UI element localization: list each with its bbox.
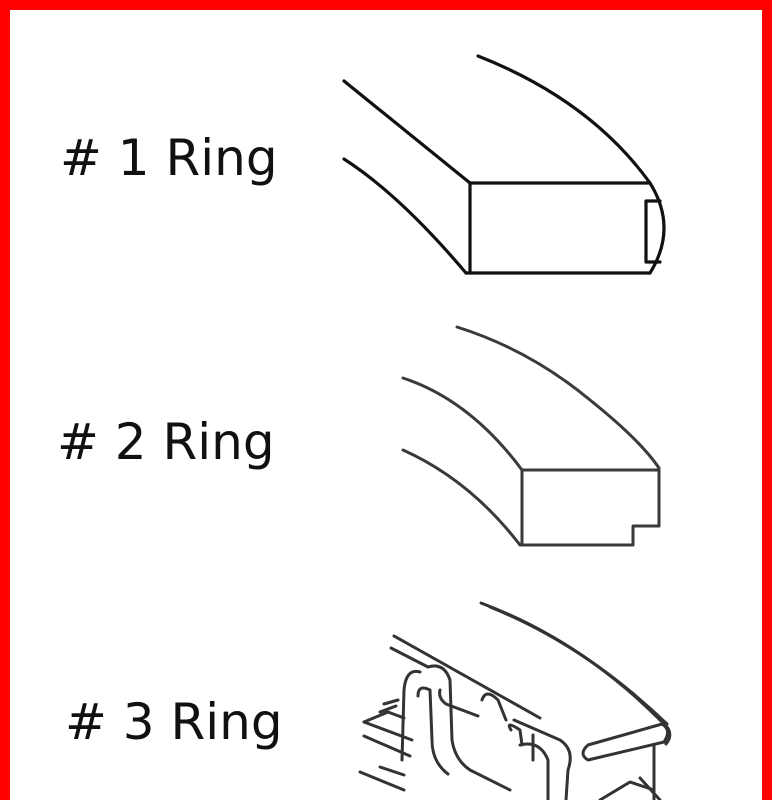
- ring-3-oil-control-icon: [358, 601, 672, 800]
- ring-1-label: # 1 Ring: [60, 129, 278, 187]
- ring-2-scraper-icon: [401, 325, 661, 547]
- ring-1-compression-icon: [342, 54, 666, 275]
- ring-3-label: # 3 Ring: [65, 693, 283, 751]
- ring-2-label: # 2 Ring: [57, 413, 275, 471]
